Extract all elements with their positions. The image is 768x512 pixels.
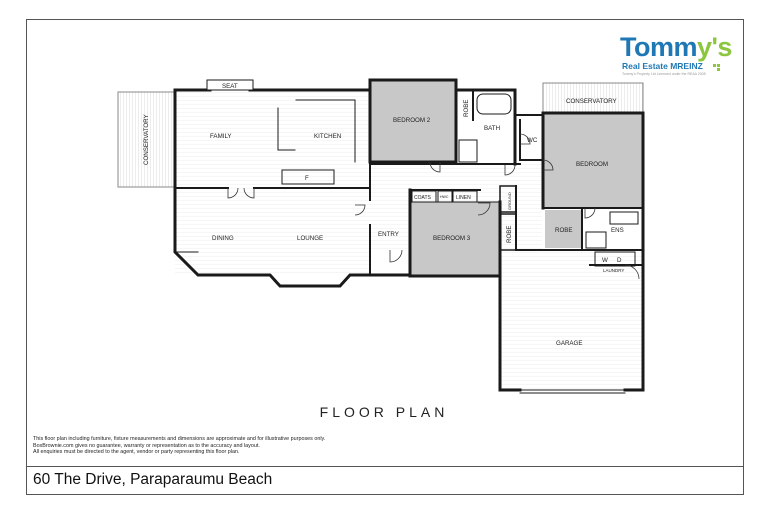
label-conservatory-right: CONSERVATORY xyxy=(566,98,617,105)
label-family: FAMILY xyxy=(210,133,232,140)
label-robe-master: ROBE xyxy=(555,227,573,234)
label-conservatory-left: CONSERVATORY xyxy=(143,114,150,165)
brand-logo: Tommy's Real Estate MREINZ Tommy's Prope… xyxy=(616,30,746,82)
label-fridge: F xyxy=(305,175,309,182)
logo-tagline: Tommy's Property Ltd Licensed under the … xyxy=(622,72,706,76)
label-dryer: D xyxy=(617,257,622,264)
bedroom-2-fill xyxy=(370,80,456,162)
label-seat: SEAT xyxy=(222,83,238,90)
label-ens: ENS xyxy=(611,227,624,234)
label-dining: DINING xyxy=(212,235,234,242)
label-laundry: LAUNDRY xyxy=(603,268,624,273)
label-entry: ENTRY xyxy=(378,231,399,238)
label-ground: GROUND xyxy=(507,192,512,210)
property-address: 60 The Drive, Paraparaumu Beach xyxy=(33,471,273,488)
label-linen: LINEN xyxy=(456,195,471,201)
label-garage: GARAGE xyxy=(556,340,582,347)
label-hwc: HWC xyxy=(440,195,449,199)
robe-master-fill xyxy=(545,210,582,248)
address-divider xyxy=(26,466,744,467)
conservatory-left xyxy=(117,91,175,188)
label-kitchen: KITCHEN xyxy=(314,133,341,140)
label-bedroom-2: BEDROOM 2 xyxy=(393,117,431,124)
bedroom-3-fill xyxy=(410,202,500,276)
label-washer: W xyxy=(602,257,608,264)
disclaimer-line: This floor plan including furniture, fix… xyxy=(33,436,326,442)
logo-house-icon xyxy=(713,64,720,71)
label-robe-b2: ROBE xyxy=(463,99,470,117)
label-bedroom-3: BEDROOM 3 xyxy=(433,235,471,242)
bedroom-fill xyxy=(542,113,643,208)
label-wc: WC xyxy=(527,137,538,144)
label-lounge: LOUNGE xyxy=(297,235,323,242)
logo-wordmark: Tommy's xyxy=(620,32,732,62)
label-bedroom: BEDROOM xyxy=(576,161,608,168)
label-robe-b3: ROBE xyxy=(506,225,513,243)
disclaimer: This floor plan including furniture, fix… xyxy=(33,436,453,456)
floor-plan-title: FLOOR PLAN xyxy=(319,404,449,420)
conservatory-right xyxy=(542,82,644,114)
disclaimer-line: BoxBrownie.com gives no guarantee, warra… xyxy=(33,442,260,449)
logo-subtitle: Real Estate MREINZ xyxy=(622,61,703,71)
label-bath: BATH xyxy=(484,125,500,132)
label-coats: COATS xyxy=(414,195,432,201)
disclaimer-line: All enquiries must be directed to the ag… xyxy=(33,449,240,456)
